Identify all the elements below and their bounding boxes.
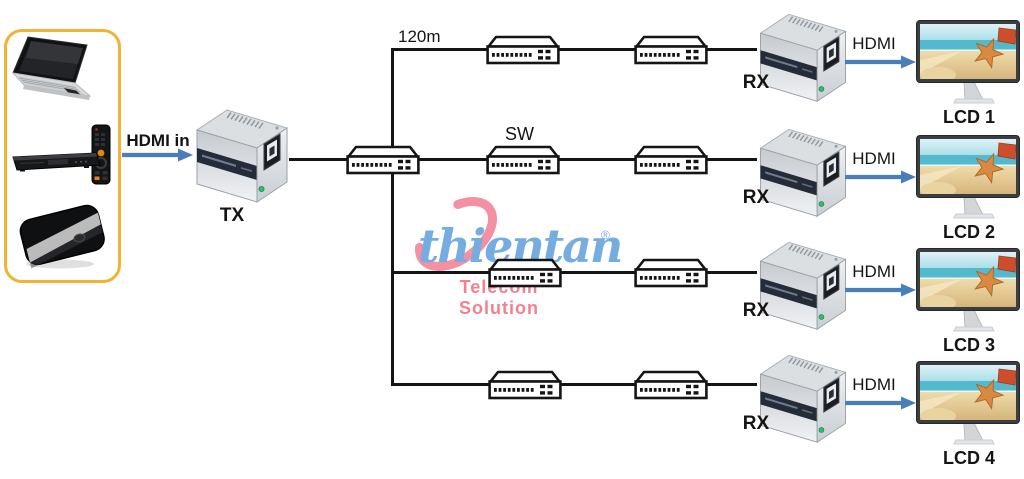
rx-label: RX xyxy=(742,72,770,93)
hdmi-cable-label: HDMI xyxy=(852,262,896,281)
hdmi-arrow-icon xyxy=(845,54,917,70)
output-row-3: RX HDMI LCD 3 xyxy=(735,228,1024,363)
network-switch-icon xyxy=(634,35,708,65)
hdmi-in-label: HDMI in xyxy=(126,131,190,150)
lcd-label: LCD 4 xyxy=(942,448,995,468)
cable-trunk-vertical xyxy=(391,48,394,386)
dvd-player-icon xyxy=(10,149,102,175)
switch-label: SW xyxy=(505,124,534,144)
cable-row-2 xyxy=(419,158,757,161)
hdmi-cable-label: HDMI xyxy=(852,149,896,168)
distance-label: 120m xyxy=(398,27,441,46)
cable-tx-to-trunk-switch xyxy=(289,158,348,161)
watermark-swoosh xyxy=(414,196,498,272)
lcd-label: LCD 2 xyxy=(942,222,995,242)
network-switch-icon xyxy=(488,370,562,400)
hdmi-cable-label: HDMI xyxy=(852,34,896,53)
output-row-1: RX HDMI LCD 1 xyxy=(735,0,1024,135)
rx-label: RX xyxy=(742,300,770,321)
hdmi-arrow-icon xyxy=(845,282,917,298)
rx-label: RX xyxy=(742,413,770,434)
lcd-monitor-icon xyxy=(916,248,1022,334)
cable-row-1 xyxy=(391,48,757,51)
network-switch-icon xyxy=(486,35,560,65)
cable-row-3 xyxy=(391,271,757,274)
laptop-icon xyxy=(12,36,110,112)
tx-extender-icon xyxy=(194,98,290,206)
lcd-monitor-icon xyxy=(916,361,1022,447)
watermark-registered-mark: ® xyxy=(601,228,610,242)
network-switch-icon xyxy=(488,258,562,288)
network-switch-icon xyxy=(634,258,708,288)
trunk-network-switch-icon xyxy=(346,145,420,175)
set-top-box-icon xyxy=(14,194,110,272)
output-row-4: RX HDMI LCD 4 xyxy=(735,341,1024,476)
cable-row-4 xyxy=(391,383,757,386)
output-row-2: RX HDMI LCD 2 xyxy=(735,115,1024,250)
rx-label: RX xyxy=(742,187,770,208)
network-switch-icon xyxy=(486,145,560,175)
hdmi-cable-label: HDMI xyxy=(852,375,896,394)
lcd-monitor-icon xyxy=(916,135,1022,221)
tx-label: TX xyxy=(219,205,245,226)
network-switch-icon xyxy=(634,145,708,175)
lcd-monitor-icon xyxy=(916,20,1022,106)
network-switch-icon xyxy=(634,370,708,400)
hdmi-arrow-icon xyxy=(845,169,917,185)
hdmi-arrow-icon xyxy=(845,395,917,411)
lcd-label: LCD 3 xyxy=(942,335,995,355)
lcd-label: LCD 1 xyxy=(942,107,995,127)
